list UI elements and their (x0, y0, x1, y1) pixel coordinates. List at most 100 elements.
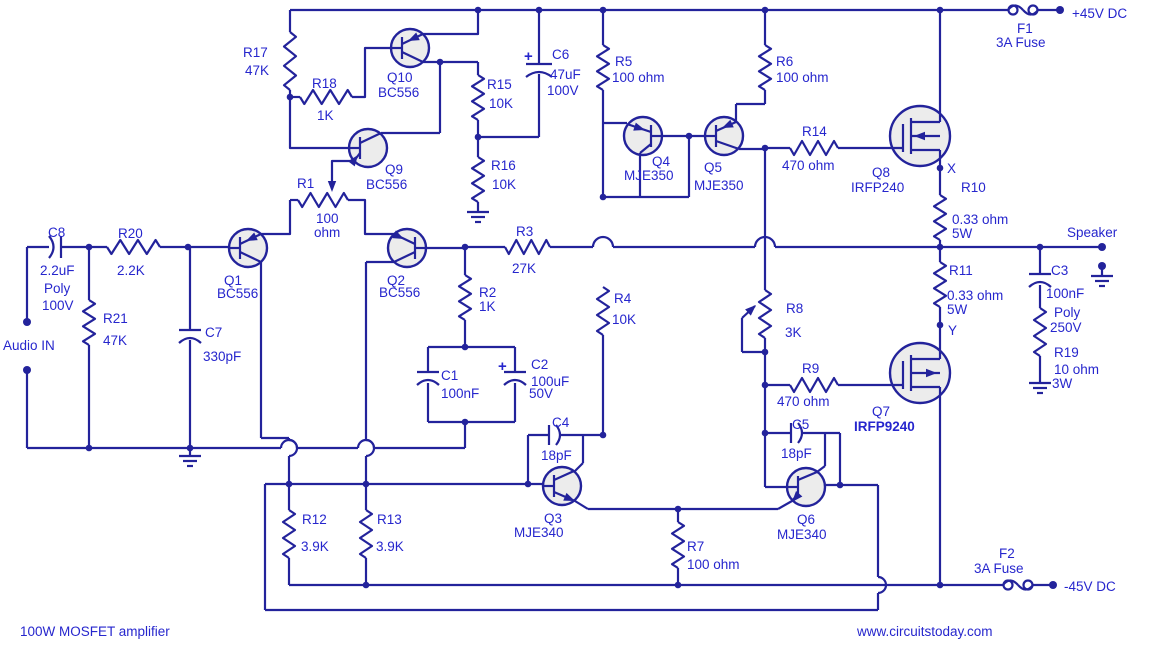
label-components-q1-label: Q1 (224, 273, 242, 288)
junction-dot (936, 321, 944, 329)
label-components-q7-part: IRFP9240 (854, 419, 915, 434)
label-components-q1-part: BC556 (217, 286, 258, 301)
resistor-r11 (932, 261, 948, 308)
label-components-q9-label: Q9 (385, 162, 403, 177)
arrowhead (792, 490, 803, 502)
junction-dot (85, 243, 93, 251)
capacitor-c7 (178, 336, 202, 344)
junction-dot (761, 381, 769, 389)
arrowhead (914, 131, 925, 141)
label-components-r19-label: R19 (1054, 345, 1079, 360)
label-components-r6-lines-0: 100 ohm (776, 70, 829, 85)
wire (816, 465, 826, 473)
arrowhead (348, 155, 358, 167)
label-components-q3-part: MJE340 (514, 525, 564, 540)
wire (288, 97, 349, 150)
junction-dot (474, 133, 482, 141)
transistor-q9-symbol (359, 132, 382, 144)
label-components-q9-part: BC556 (366, 177, 407, 192)
arrowhead (722, 119, 734, 128)
label-power-f1-rail: +45V DC (1072, 6, 1127, 21)
label-components-r7-lines-0: 100 ohm (687, 557, 740, 572)
wire-hop (591, 235, 615, 248)
label-components-c4-label: C4 (552, 415, 570, 430)
label-components-r12-label: R12 (302, 512, 327, 527)
label-components-c8-lines-0: 2.2uF (40, 263, 75, 278)
label-components-q4-part: MJE350 (624, 168, 674, 183)
label-components-c8-lines-1: Poly (44, 281, 71, 296)
label-components-c5-label: C5 (792, 417, 809, 432)
label-power-f2-label: F2 (999, 546, 1015, 561)
label-nodes-y: Y (948, 323, 957, 338)
junction-dot (936, 164, 944, 172)
label-components-r12-lines-0: 3.9K (301, 539, 329, 554)
arrowhead (392, 230, 404, 239)
resistor-r4 (595, 286, 611, 336)
label-components-c3-lines-2: 250V (1050, 320, 1082, 335)
label-io-input: Audio IN (3, 338, 55, 353)
resistor-r19 (1032, 307, 1048, 357)
resistor-r13 (358, 509, 374, 559)
label-title: 100W MOSFET amplifier (20, 624, 170, 639)
label-components-c1-label: C1 (441, 368, 458, 383)
junction-dot (836, 481, 844, 489)
fuse-icon (1002, 579, 1019, 586)
label-components-c2-label: C2 (531, 357, 548, 372)
capacitor-c2 (503, 378, 527, 386)
fuse-icon (1017, 584, 1034, 591)
label-components-r16-label: R16 (491, 158, 516, 173)
junction-dot (1098, 243, 1106, 251)
label-components-q6-label: Q6 (797, 512, 815, 527)
junction-dot (599, 193, 607, 201)
wire-hop (877, 575, 888, 595)
label-components-r1-lines-1: ohm (314, 225, 340, 240)
junction-dot (1049, 581, 1057, 589)
fuse-icon (1007, 4, 1024, 11)
capacitor-c6 (525, 70, 553, 78)
resistor-r14 (789, 139, 839, 157)
label-components-q10-part: BC556 (378, 85, 419, 100)
junction-dot (599, 6, 607, 14)
label-components-r14-label: R14 (802, 124, 827, 139)
wire-hop (365, 438, 376, 458)
label-components-r20-label: R20 (118, 226, 143, 241)
junction-dot (362, 480, 370, 488)
label-components-c8-label: C8 (48, 225, 65, 240)
label-components-r20-lines-0: 2.2K (117, 263, 145, 278)
label-components-r5-lines-0: 100 ohm (612, 70, 665, 85)
label-components-r9-label: R9 (802, 361, 819, 376)
wire (574, 500, 589, 510)
label-components-r10-lines-1: 5W (952, 226, 973, 241)
label-components-c1-lines-0: 100nF (441, 386, 479, 401)
resistor-r18 (299, 88, 353, 106)
label-power-f1-label: F1 (1017, 21, 1033, 36)
label-power-f2-rating: 3A Fuse (974, 561, 1024, 576)
resistor-r15 (470, 74, 486, 121)
junction-dot (685, 132, 693, 140)
label-power-f1-rating: 3A Fuse (996, 35, 1046, 50)
label-website: www.circuitstoday.com (856, 624, 993, 639)
label-components-c8-lines-2: 100V (42, 298, 74, 313)
resistor-r21 (81, 299, 97, 346)
resistor-r2 (457, 274, 473, 321)
junction-dot (23, 318, 31, 326)
label-components-r8-label: R8 (786, 301, 803, 316)
junction-dot (761, 429, 769, 437)
label-components-q7-label: Q7 (872, 404, 890, 419)
capacitor-c4 (555, 424, 562, 446)
junction-dot (1036, 243, 1044, 251)
wire (777, 500, 793, 510)
label-components-r19-lines-0: 10 ohm (1054, 362, 1099, 377)
resistor-r20 (106, 238, 161, 256)
label-components-r1-label: R1 (297, 176, 314, 191)
label-components-q8-part: IRFP240 (851, 180, 904, 195)
label-components-r5-label: R5 (615, 54, 632, 69)
label-components-c7-lines-0: 330pF (203, 349, 241, 364)
label-components-q8-label: Q8 (872, 165, 890, 180)
junction-dot (535, 6, 543, 14)
label-components-c7-label: C7 (205, 325, 222, 340)
junction-dot (362, 581, 370, 589)
label-components-r13-lines-0: 3.9K (376, 539, 404, 554)
